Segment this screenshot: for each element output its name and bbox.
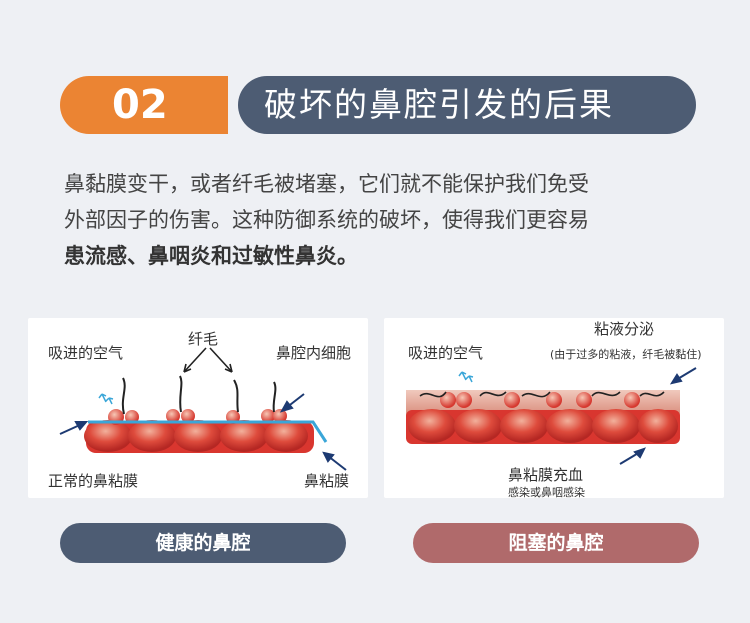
label-mucosa: 鼻粘膜 — [304, 472, 350, 490]
label-mucosa-congestion: 鼻粘膜充血 — [508, 466, 584, 484]
label-inhaled-air-blocked: 吸进的空气 — [408, 344, 484, 362]
congested-cells — [408, 392, 678, 443]
label-nasal-cells: 鼻腔内细胞 — [276, 344, 352, 362]
airflow-arrows-blocked — [458, 371, 474, 383]
label-inhaled-air: 吸进的空气 — [48, 344, 124, 362]
label-pointers-blocked — [619, 367, 697, 465]
label-pointers — [59, 393, 347, 471]
healthy-diagram: 吸进的空气 纤毛 鼻腔内细胞 正常的鼻粘膜 鼻粘膜 — [28, 318, 368, 498]
label-mucus-secretion: 粘液分泌 — [594, 320, 655, 338]
description: 鼻黏膜变干，或者纤毛被堵塞，它们就不能保护我们免受 外部因子的伤害。这种防御系统… — [64, 166, 704, 274]
stuck-cilia — [419, 391, 665, 398]
caption-blocked: 阻塞的鼻腔 — [413, 523, 699, 563]
cilia — [121, 375, 277, 415]
label-cilia: 纤毛 — [188, 330, 219, 348]
description-line-1: 鼻黏膜变干，或者纤毛被堵塞，它们就不能保护我们免受 — [64, 172, 589, 196]
description-line-3: 患流感、鼻咽炎和过敏性鼻炎。 — [64, 244, 358, 268]
blocked-illustration — [406, 367, 697, 465]
caption-healthy: 健康的鼻腔 — [60, 523, 346, 563]
section-heading: 破坏的鼻腔引发的后果 — [238, 76, 696, 134]
description-line-2: 外部因子的伤害。这种防御系统的破坏，使得我们更容易 — [64, 208, 589, 232]
cilia-pointer-arrows — [183, 347, 233, 373]
epithelial-cells — [84, 409, 308, 452]
label-secretion-note: (由于过多的粘液，纤毛被黏住) — [550, 348, 702, 361]
airflow-arrows — [98, 393, 114, 405]
label-congestion-note: 感染或鼻咽感染 — [508, 486, 585, 499]
section-title: 02 破坏的鼻腔引发的后果 — [60, 76, 696, 134]
healthy-illustration — [59, 347, 347, 471]
blocked-diagram: 吸进的空气 粘液分泌 (由于过多的粘液，纤毛被黏住) 鼻粘膜充血 感染或鼻咽感染 — [384, 318, 724, 499]
mucus-layer — [88, 420, 328, 443]
label-normal-mucosa: 正常的鼻粘膜 — [48, 472, 139, 490]
section-number: 02 — [60, 76, 228, 134]
